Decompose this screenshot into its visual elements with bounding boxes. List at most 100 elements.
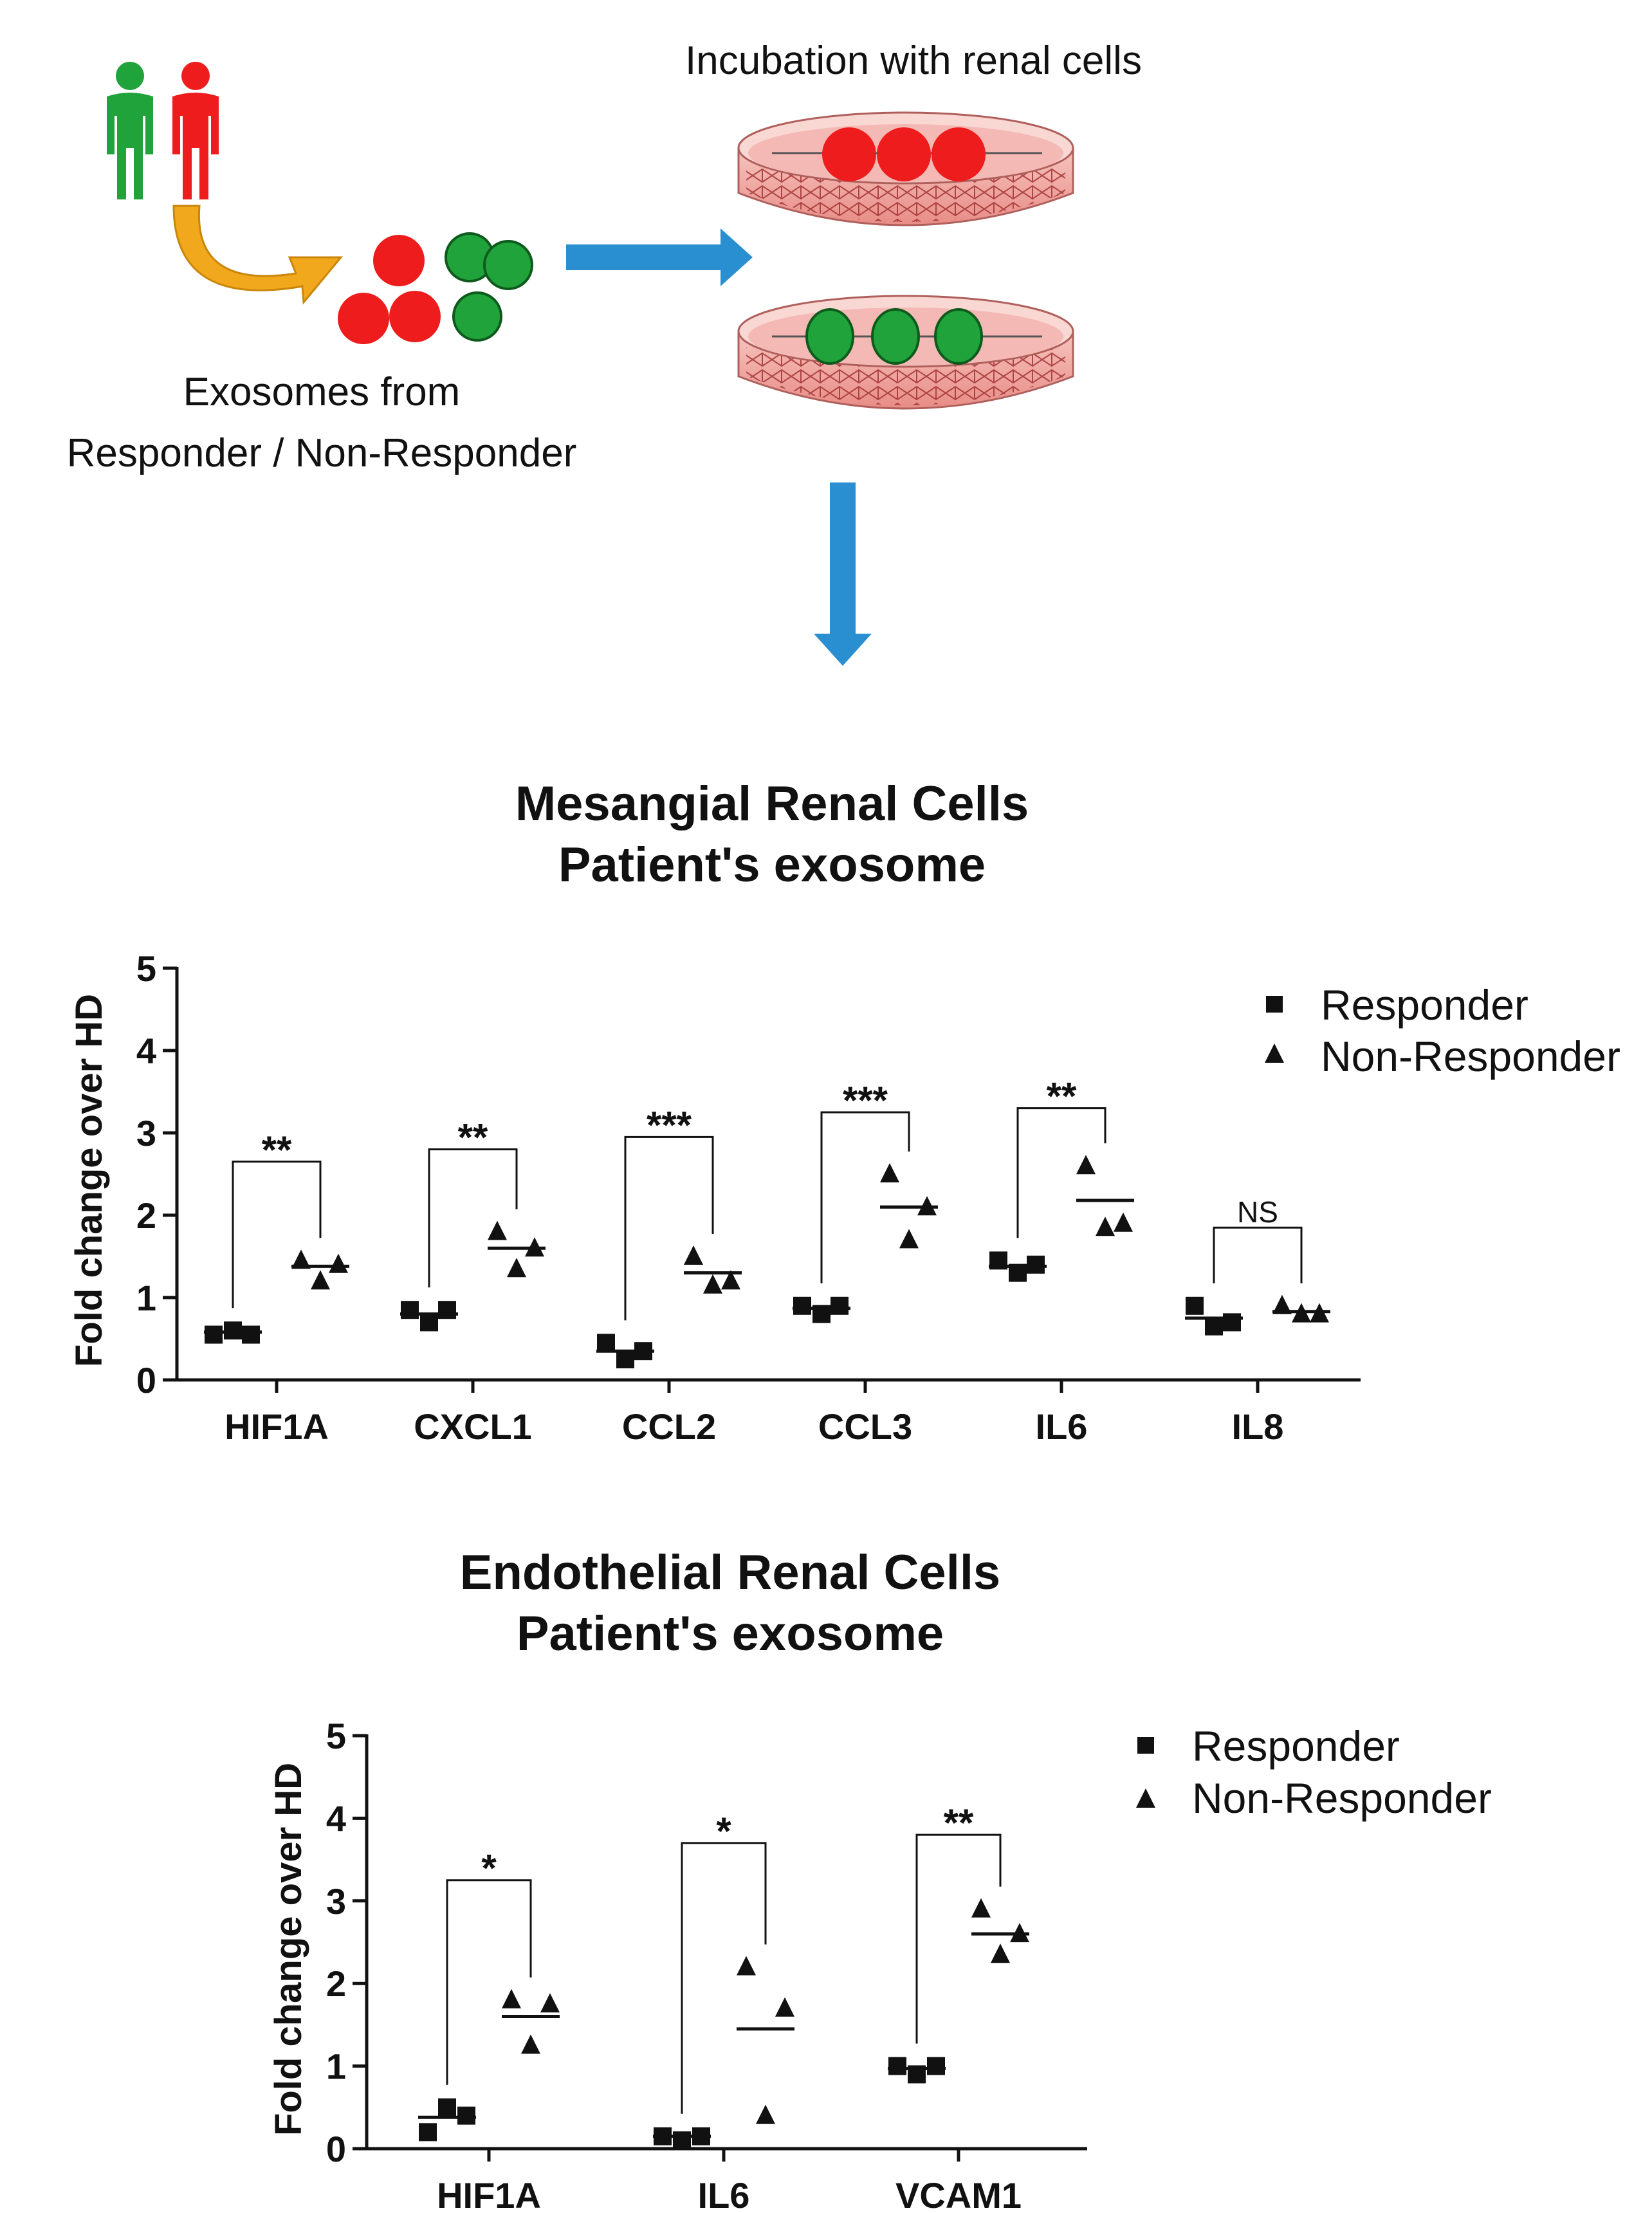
significance-label: ** [944,1801,974,1844]
petri-dish-responder [737,111,1074,226]
responder-point [1027,1255,1045,1274]
y-tick-label: 0 [326,2129,346,2169]
significance-bracket [232,1161,322,1309]
nonresponder-point [1076,1155,1096,1175]
nonresponder-point [521,2034,540,2054]
significance-label: ** [1047,1075,1077,1118]
significance-label: NS [1237,1195,1278,1229]
y-tick-label: 0 [136,1360,156,1400]
nonresponder-point [1272,1294,1292,1314]
significance-label: * [481,1847,497,1890]
y-axis-label: Fold change over HD [268,1763,309,2136]
responder-point [793,1296,811,1315]
y-tick-label: 1 [326,2046,346,2087]
legend-responder-marker [1266,996,1283,1013]
nonresponder-exosome [452,291,502,342]
responder-point [673,2131,691,2150]
significance-bracket [1016,1107,1106,1238]
significance-label: *** [843,1079,888,1122]
responder-point [224,1321,242,1340]
nonresponder-point [737,1956,756,1976]
y-tick-label: 5 [136,948,156,989]
nonresponder-point [880,1163,899,1182]
nonresponder-exosome [483,240,533,290]
significance-label: ** [262,1128,292,1171]
chart-title-line1: Mesangial Renal Cells [515,776,1029,831]
y-tick-label: 3 [326,1881,346,1922]
chart-marks: ************NS [204,1075,1330,1368]
nonresponder-point [540,1993,560,2013]
responder-point [419,2123,437,2142]
legend-nonresponder-label: Non-Responder [1192,1774,1492,1822]
chart-title-line1: Endothelial Renal Cells [460,1545,1000,1600]
exosomes-label-line2: Responder / Non-Responder [67,431,577,475]
y-tick-label: 4 [326,1798,346,1839]
responder-exosome [373,235,425,286]
petri-dish-nonresponder [737,295,1074,410]
responder-point [927,2057,945,2075]
chart-title-line2: Patient's exosome [517,1606,944,1661]
nonresponder-point [991,1943,1010,1963]
x-tick-label: CCL2 [622,1406,716,1447]
responder-exosome [389,291,441,342]
chart-marks: **** [418,1801,1029,2150]
nonresponder-point [1096,1217,1115,1236]
legend-responder-label: Responder [1321,981,1528,1029]
nonresponder-point [488,1220,507,1240]
nonresponder-point [329,1253,348,1273]
x-tick-label: IL6 [1036,1406,1088,1447]
x-tick-label: CXCL1 [414,1406,532,1447]
person-green-icon [107,62,153,199]
y-tick-label: 2 [136,1195,156,1236]
y-axis-label: Fold change over HD [68,994,110,1367]
curved-arrow-icon [172,205,344,305]
responder-point [438,2098,456,2117]
mesangial-chart: Mesangial Renal Cells Patient's exosome … [68,776,1620,1447]
significance-bracket [681,1842,767,2114]
legend-nonresponder-marker [1265,1043,1284,1063]
y-tick-label: 3 [136,1113,156,1153]
responder-point [831,1296,849,1315]
significance-label: *** [647,1103,692,1146]
nonresponder-point [775,1997,794,2017]
responder-point [616,1350,634,1368]
significance-bracket [820,1111,910,1283]
responder-point [438,1301,456,1319]
responder-point [1223,1313,1241,1332]
responder-exosome [338,293,389,344]
significance-label: * [716,1810,731,1853]
nonresponder-point [1114,1212,1133,1232]
responder-point [888,2057,906,2075]
right-arrow-icon [566,228,753,286]
nonresponder-point [684,1245,703,1265]
responder-point [242,1325,260,1344]
responder-point [1186,1296,1204,1315]
y-tick-label: 2 [326,1963,346,2004]
significance-bracket [446,1879,532,2085]
significance-bracket [428,1148,518,1288]
exosomes-label-line1: Exosomes from [183,370,461,414]
y-tick-label: 4 [136,1031,156,1071]
x-tick-label: HIF1A [225,1406,329,1447]
responder-point [401,1301,419,1319]
x-tick-label: IL6 [698,2175,750,2213]
responder-point [205,1325,223,1344]
legend: Responder Non-Responder [1136,1722,1492,1822]
responder-point [457,2106,475,2125]
experiment-diagram: Exosomes from Responder / Non-Responder … [67,39,1142,666]
significance-bracket [915,1833,1002,2044]
nonresponder-point [291,1249,311,1269]
y-tick-label: 5 [326,1716,346,1756]
legend-nonresponder-label: Non-Responder [1321,1033,1620,1080]
nonresponder-point [703,1274,722,1294]
significance-label: ** [458,1116,488,1159]
x-tick-label: HIF1A [437,2175,541,2213]
nonresponder-point [971,1898,991,1918]
endothelial-chart: Endothelial Renal Cells Patient's exosom… [268,1545,1492,2213]
responder-point [420,1313,438,1332]
legend-responder-marker [1137,1737,1154,1754]
y-tick-label: 1 [136,1278,156,1318]
